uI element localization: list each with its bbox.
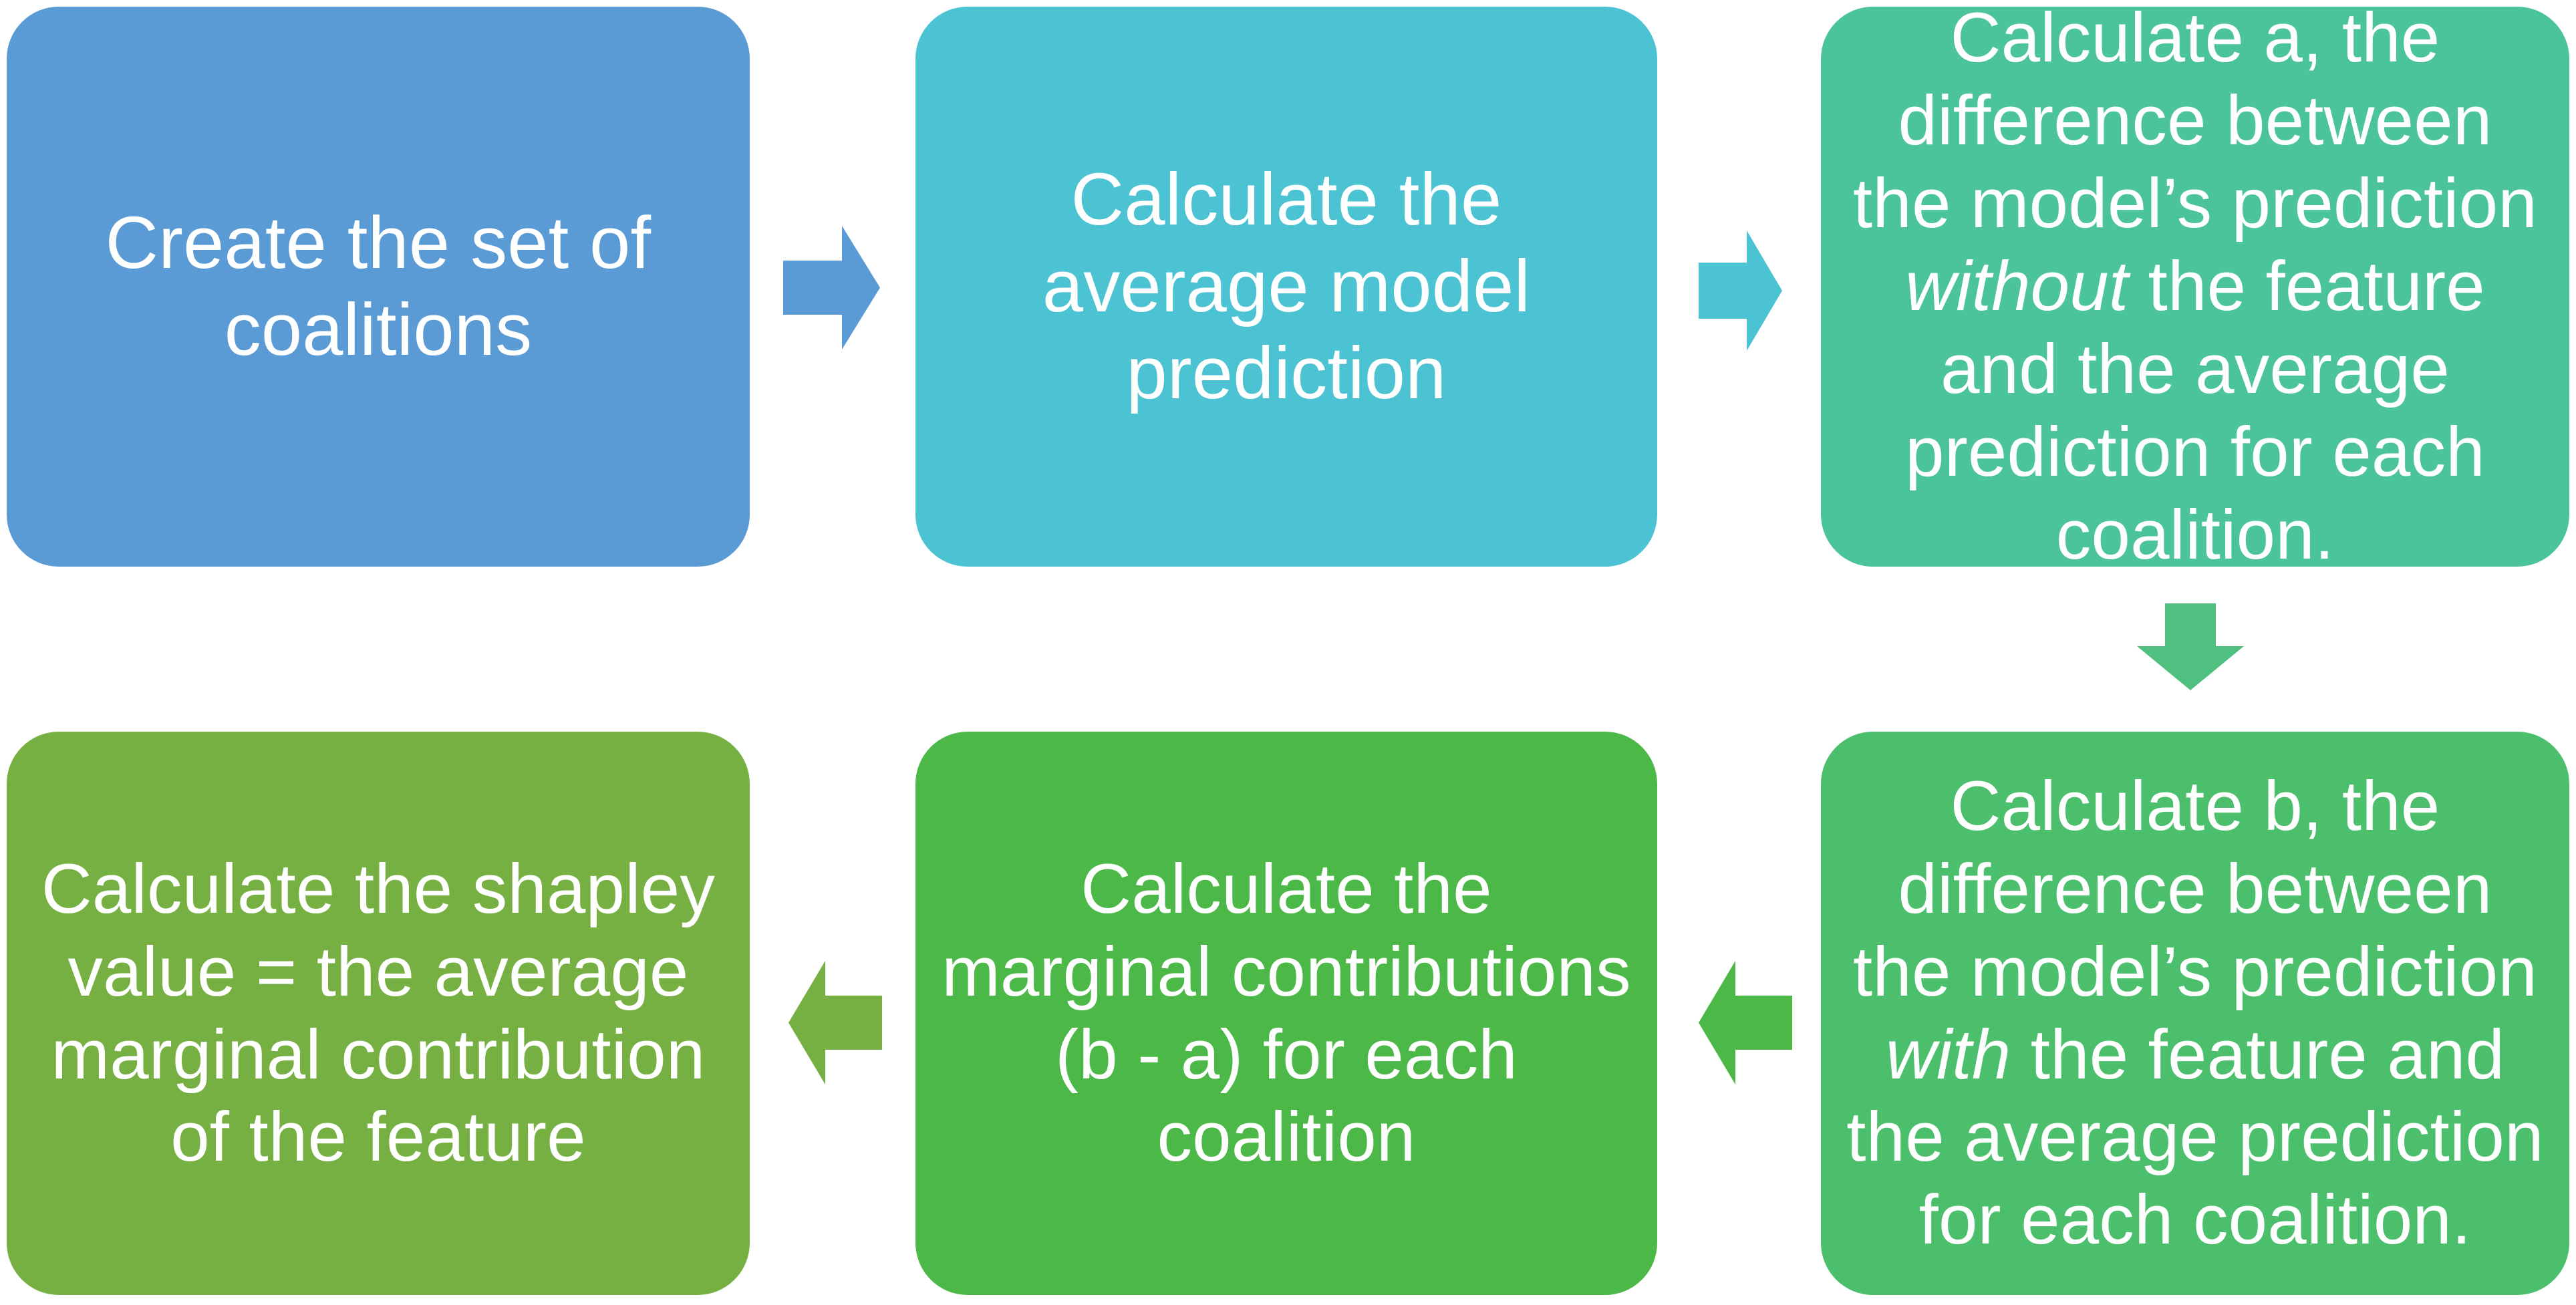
flow-node-label-part1: Calculate a, the difference between the …	[1853, 0, 2537, 243]
flow-node-average-prediction[interactable]: Calculate the average model prediction	[915, 7, 1657, 567]
flow-node-shapley-value[interactable]: Calculate the shapley value = the averag…	[7, 732, 750, 1295]
flow-node-label: Calculate b, the difference between the …	[1844, 765, 2547, 1262]
flow-node-label-part2: the feature and the average prediction f…	[1846, 1015, 2544, 1260]
flow-node-marginal-contributions[interactable]: Calculate the marginal contributions (b …	[915, 732, 1657, 1295]
arrow-right-create-to-average-icon	[783, 226, 880, 349]
flow-node-calculate-b[interactable]: Calculate b, the difference between the …	[1821, 732, 2569, 1295]
flow-node-label: Calculate the marginal contributions (b …	[942, 849, 1631, 1177]
arrow-right-average-to-a-icon	[1699, 231, 1782, 351]
flow-node-label-part2: the feature and the average prediction f…	[1905, 247, 2485, 574]
flow-node-label: Calculate a, the difference between the …	[1844, 0, 2547, 577]
arrow-left-marginal-to-shapley-icon	[789, 961, 882, 1084]
flow-node-label-part1: Calculate b, the difference between the …	[1853, 766, 2537, 1011]
flow-node-create-coalitions[interactable]: Create the set of coalitions	[7, 7, 750, 567]
flow-node-label: Calculate the shapley value = the averag…	[41, 849, 716, 1177]
flow-node-label: Create the set of coalitions	[105, 202, 652, 371]
flow-node-calculate-a[interactable]: Calculate a, the difference between the …	[1821, 0, 2569, 574]
flow-node-label: Calculate the average model prediction	[1042, 158, 1531, 414]
flow-node-label-emphasis: without	[1905, 247, 2129, 326]
arrow-down-a-to-b-icon	[2137, 603, 2244, 690]
flow-node-label-emphasis: with	[1885, 1015, 2011, 1094]
arrow-left-b-to-marginal-icon	[1699, 961, 1792, 1084]
